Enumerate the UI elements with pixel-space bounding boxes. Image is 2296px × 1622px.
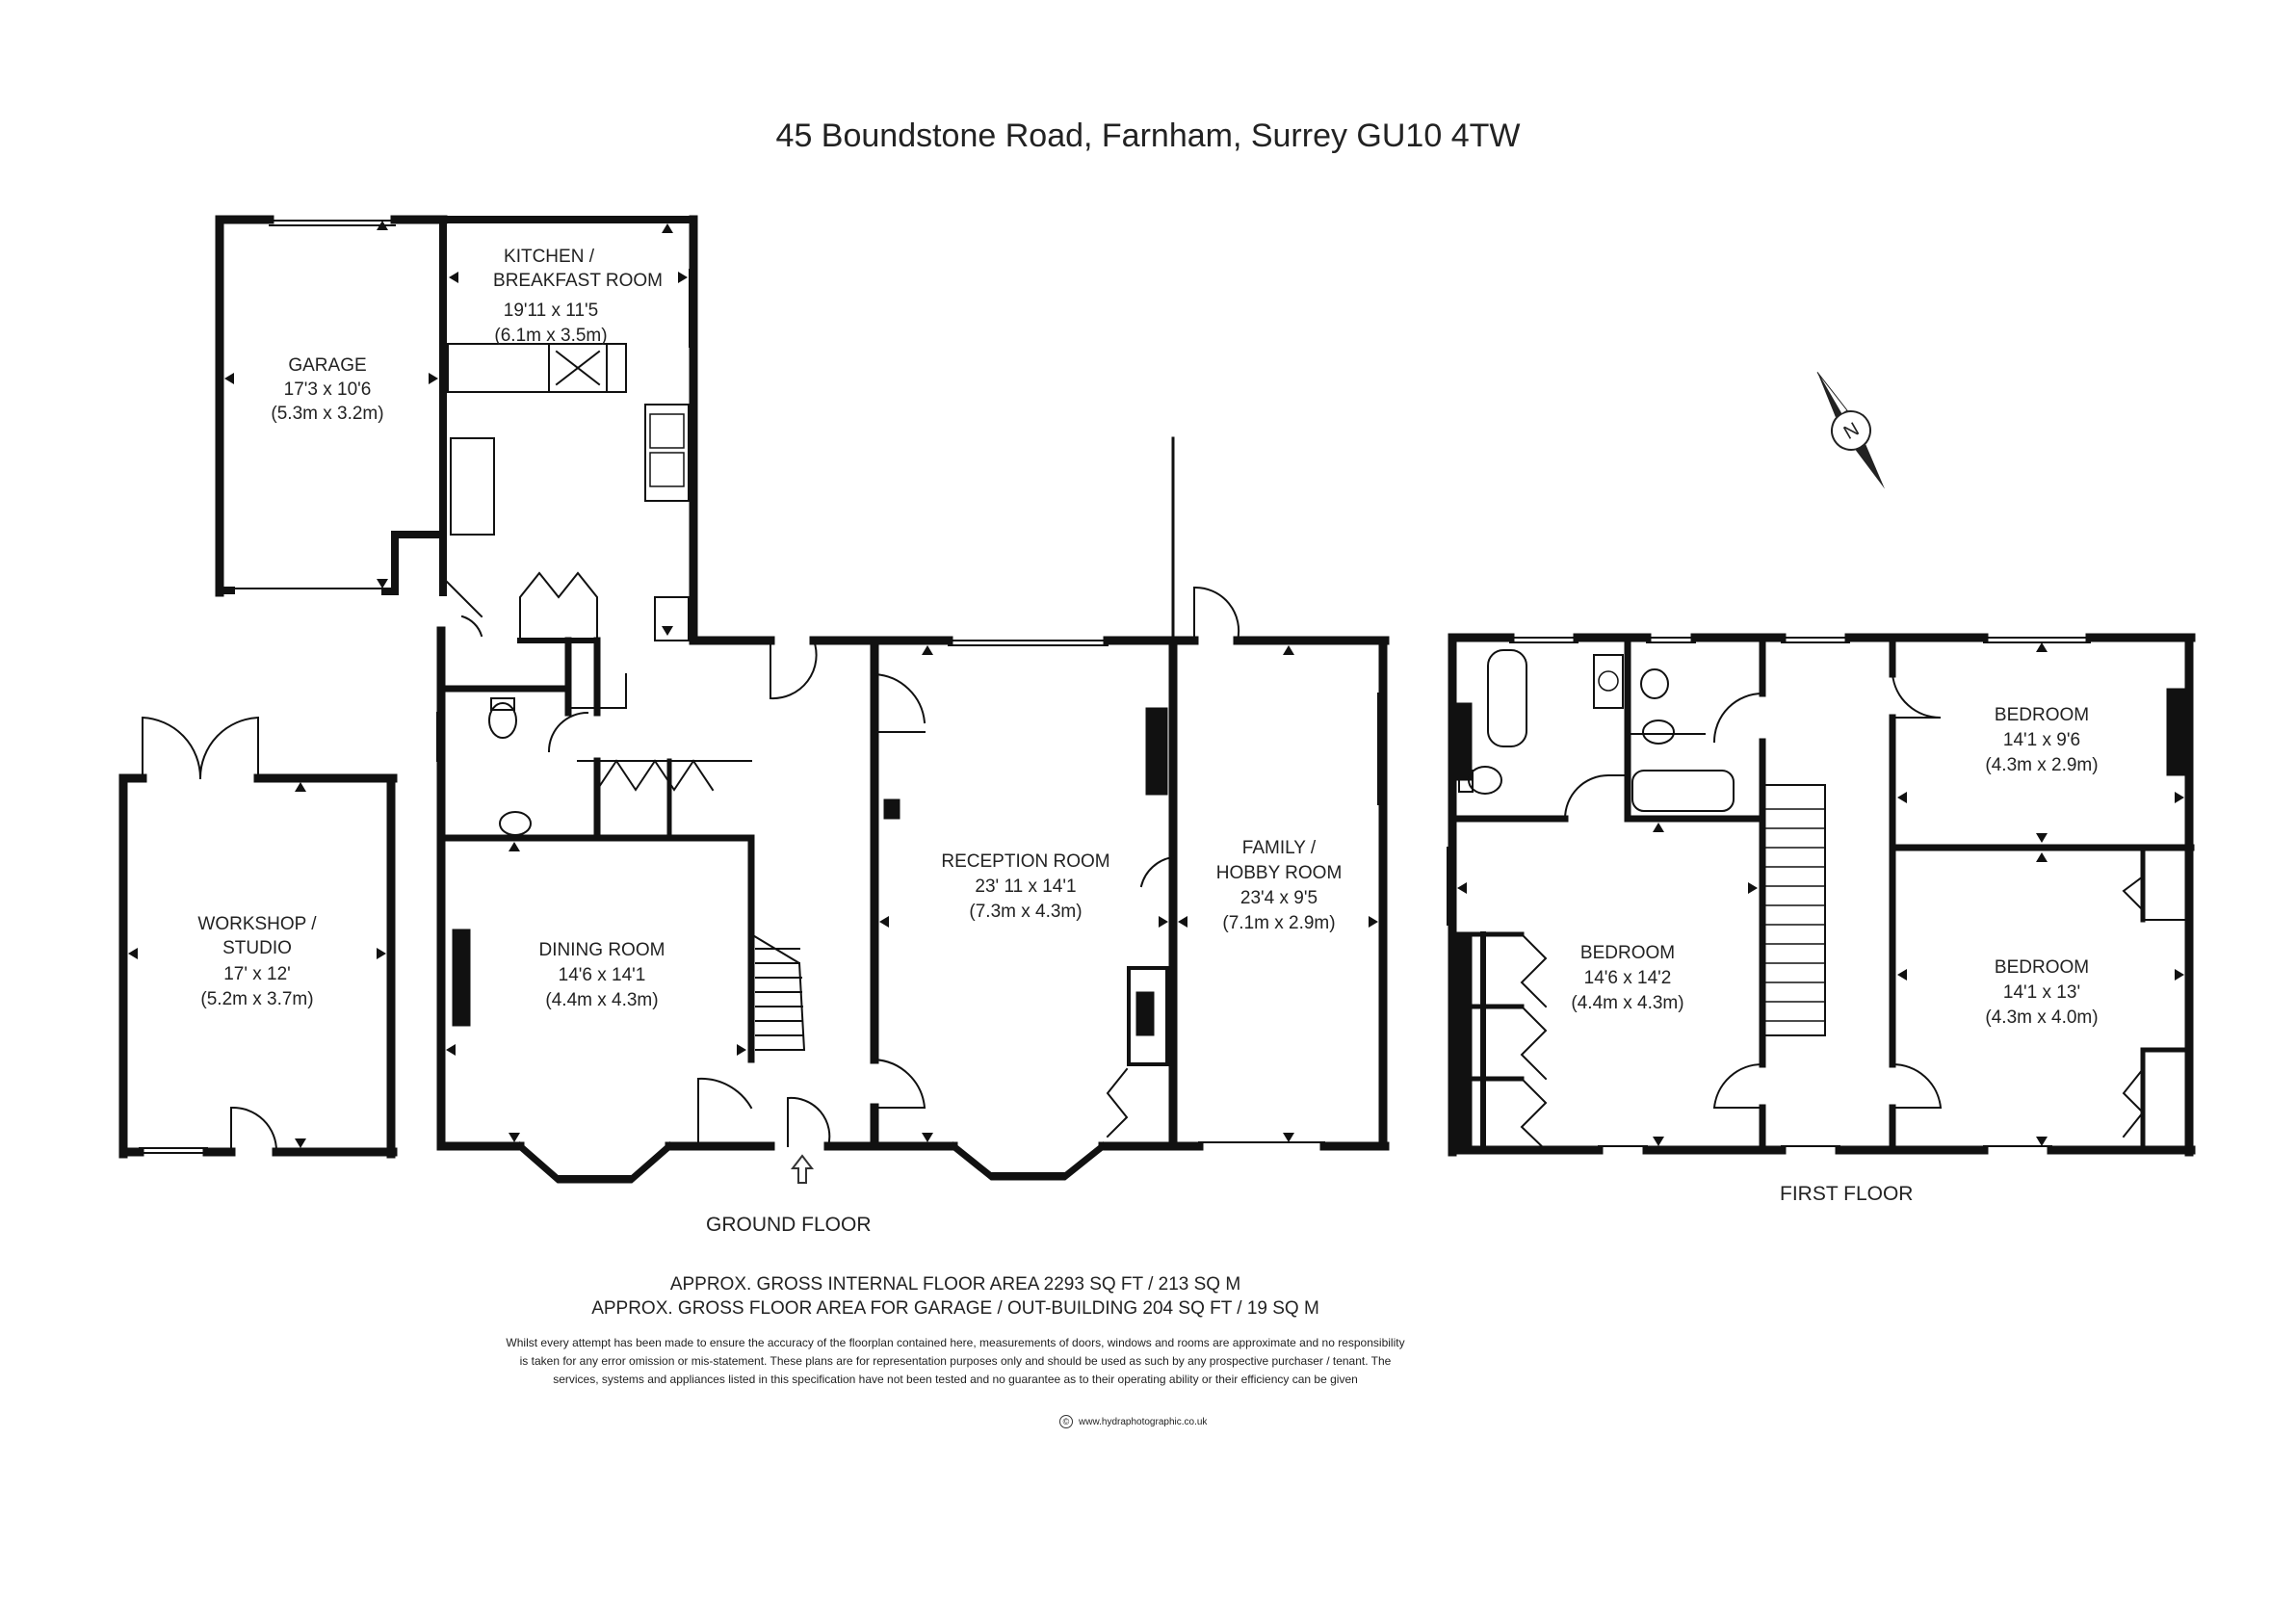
svg-text:FAMILY /: FAMILY / [1242,838,1317,858]
copyright-icon: © [1059,1415,1073,1428]
workshop-walls [118,716,398,1159]
svg-text:STUDIO: STUDIO [222,938,292,958]
svg-text:14'6 x 14'1: 14'6 x 14'1 [559,965,646,985]
svg-text:DINING ROOM: DINING ROOM [539,940,665,960]
reception-label: RECEPTION ROOM 23' 11 x 14'1 (7.3m x 4.3… [941,851,1109,922]
svg-text:BREAKFAST ROOM: BREAKFAST ROOM [493,271,663,291]
compass-icon: N [1816,372,1885,489]
bedroom3-label: BEDROOM 14'1 x 13' (4.3m x 4.0m) [1985,957,2098,1028]
hall-walls [436,576,755,1151]
svg-text:RECEPTION ROOM: RECEPTION ROOM [941,851,1109,872]
svg-text:17'3 x 10'6: 17'3 x 10'6 [284,379,372,400]
workshop-label: WORKSHOP / STUDIO 17' x 12' (5.2m x 3.7m… [197,914,317,1009]
svg-text:N: N [1840,419,1864,444]
svg-text:BEDROOM: BEDROOM [1995,957,2089,978]
svg-text:23'4 x 9'5: 23'4 x 9'5 [1240,888,1318,908]
svg-text:(5.3m x 3.2m): (5.3m x 3.2m) [271,404,383,424]
svg-text:KITCHEN /: KITCHEN / [504,247,595,267]
first-floor-label: FIRST FLOOR [1780,1183,1914,1205]
dining-walls [436,929,876,1184]
svg-text:(4.3m x 4.0m): (4.3m x 4.0m) [1985,1007,2098,1028]
bedroom2-label: BEDROOM 14'1 x 9'6 (4.3m x 2.9m) [1985,705,2098,775]
reception-walls [766,436,1180,1181]
svg-text:(4.4m x 4.3m): (4.4m x 4.3m) [1571,993,1683,1013]
ground-stairs [749,932,806,1051]
family-label: FAMILY / HOBBY ROOM 23'4 x 9'5 (7.1m x 2… [1216,838,1343,933]
kitchen-walls [439,215,775,645]
garage-label: GARAGE 17'3 x 10'6 (5.3m x 3.2m) [271,355,383,424]
svg-text:BEDROOM: BEDROOM [1580,943,1675,963]
svg-text:(6.1m x 3.5m): (6.1m x 3.5m) [494,326,607,346]
entrance-arrow [790,1154,815,1184]
plan-title: 45 Boundstone Road, Farnham, Surrey GU10… [775,118,1521,154]
svg-text:19'11 x 11'5: 19'11 x 11'5 [504,301,598,321]
internal-area-text: APPROX. GROSS INTERNAL FLOOR AREA 2293 S… [669,1274,1241,1295]
svg-text:(7.3m x 4.3m): (7.3m x 4.3m) [969,902,1082,922]
garage-walls [215,215,448,597]
first-floor-walls [1447,633,2196,1157]
svg-text:(4.4m x 4.3m): (4.4m x 4.3m) [545,990,658,1010]
credit-url: www.hydraphotographic.co.uk [1079,1417,1208,1427]
svg-text:GARAGE: GARAGE [288,355,366,376]
disclaimer-line-2: is taken for any error omission or mis-s… [519,1354,1392,1368]
kitchen-label: KITCHEN / BREAKFAST ROOM 19'11 x 11'5 (6… [493,247,663,346]
svg-text:(4.3m x 2.9m): (4.3m x 2.9m) [1985,755,2098,775]
svg-text:HOBBY ROOM: HOBBY ROOM [1216,863,1343,883]
bedroom1-label: BEDROOM 14'6 x 14'2 (4.4m x 4.3m) [1571,943,1683,1013]
svg-text:14'1 x 13': 14'1 x 13' [2003,982,2080,1003]
ground-floor-label: GROUND FLOOR [706,1214,872,1236]
credit: © www.hydraphotographic.co.uk [1059,1415,1207,1428]
svg-text:(7.1m x 2.9m): (7.1m x 2.9m) [1222,913,1335,933]
family-walls [1170,586,1390,1151]
svg-text:WORKSHOP /: WORKSHOP / [197,914,317,934]
disclaimer-line-1: Whilst every attempt has been made to en… [506,1336,1405,1349]
svg-text:BEDROOM: BEDROOM [1995,705,2089,725]
dimension-markers [128,221,2184,1148]
svg-text:23' 11 x 14'1: 23' 11 x 14'1 [975,876,1076,897]
svg-text:14'1 x 9'6: 14'1 x 9'6 [2003,730,2080,750]
dining-label: DINING ROOM 14'6 x 14'1 (4.4m x 4.3m) [539,940,665,1010]
garage-area-text: APPROX. GROSS FLOOR AREA FOR GARAGE / OU… [591,1298,1319,1319]
svg-text:14'6 x 14'2: 14'6 x 14'2 [1584,968,1672,988]
svg-text:17' x 12': 17' x 12' [223,964,291,984]
disclaimer-line-3: services, systems and appliances listed … [553,1373,1358,1386]
svg-text:(5.2m x 3.7m): (5.2m x 3.7m) [200,989,313,1009]
